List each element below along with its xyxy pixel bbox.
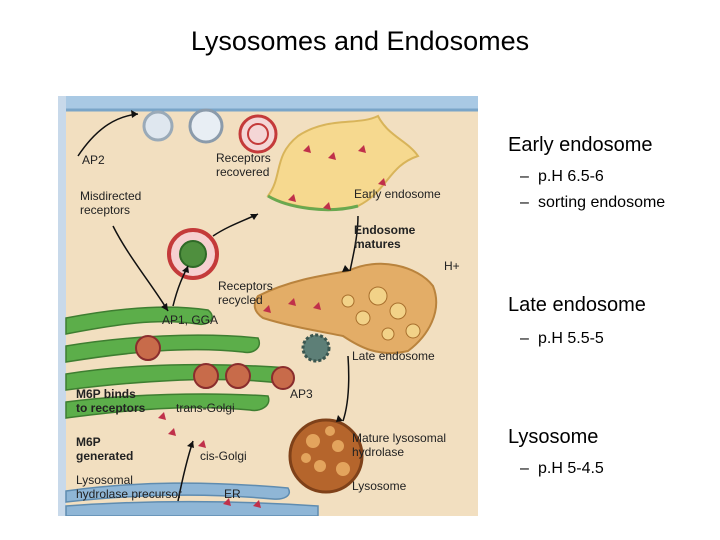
plasma-membrane xyxy=(58,96,478,110)
coated-vesicle-icon xyxy=(188,108,224,144)
label-trans-golgi: trans-Golgi xyxy=(176,401,235,415)
coated-pit-icon xyxy=(142,110,174,142)
slide-title: Lysosomes and Endosomes xyxy=(190,26,530,56)
bullet-sorting-endosome: –sorting endosome xyxy=(520,194,665,212)
arrow-to-early xyxy=(212,213,259,237)
label-mature-hydrolase-1: Mature lysosomal xyxy=(352,431,447,445)
ap3-vesicle-icon xyxy=(301,333,331,363)
label-m6p-binds-1: M6P binds xyxy=(76,387,136,401)
label-receptors-recovered-1: Receptors xyxy=(216,151,271,165)
label-ap2: AP2 xyxy=(82,153,105,167)
bullet-text: p.H 5.5-5 xyxy=(538,330,604,347)
label-early-endosome: Early endosome xyxy=(354,187,441,201)
label-precursor-2: hydrolase precursor xyxy=(76,487,183,501)
heading-early-endosome: Early endosome xyxy=(508,134,653,156)
figure-artwork xyxy=(58,96,478,516)
bullet-text: sorting endosome xyxy=(538,194,666,211)
label-er: ER xyxy=(224,487,241,501)
bullet-lysosome-ph: –p.H 5-4.5 xyxy=(520,460,604,478)
label-h-plus: H+ xyxy=(444,259,460,273)
bullet-marker: – xyxy=(520,168,529,185)
label-mature-hydrolase-2: hydrolase xyxy=(352,445,405,459)
label-endosome-matures-1: Endosome xyxy=(354,223,416,237)
bullet-late-ph: –p.H 5.5-5 xyxy=(520,330,604,348)
bullet-text: p.H 6.5-6 xyxy=(538,168,604,185)
bullet-marker: – xyxy=(520,330,529,347)
bullet-marker: – xyxy=(520,194,529,211)
golgi-stack xyxy=(65,306,290,419)
label-cis-golgi: cis-Golgi xyxy=(200,449,247,463)
heading-late-endosome: Late endosome xyxy=(508,294,646,316)
arrow-matures xyxy=(349,215,359,272)
left-membrane xyxy=(58,96,66,516)
arrow-misdirected xyxy=(112,225,169,312)
label-receptors-recovered-2: recovered xyxy=(216,165,270,179)
label-misdirected-2: receptors xyxy=(80,203,131,217)
bullet-marker: – xyxy=(520,460,529,477)
bullet-text: p.H 5-4.5 xyxy=(538,460,604,477)
label-precursor-1: Lysosomal xyxy=(76,473,133,487)
label-ap3: AP3 xyxy=(290,387,313,401)
arrow-to-lysosome xyxy=(342,355,350,422)
bullet-early-ph: –p.H 6.5-6 xyxy=(520,168,604,186)
label-late-endosome: Late endosome xyxy=(352,349,435,363)
label-receptors-recycled-1: Receptors xyxy=(218,279,273,293)
label-ap1-gga: AP1, GGA xyxy=(162,313,219,327)
label-misdirected-1: Misdirected xyxy=(80,189,142,203)
label-receptors-recycled-2: recycled xyxy=(218,293,263,307)
arrow-endocytosis xyxy=(77,113,139,157)
early-endosome-shape xyxy=(266,114,420,211)
label-m6p-generated-2: generated xyxy=(76,449,134,463)
endocytic-pathway-figure: AP2 Receptors recovered Misdirected rece… xyxy=(58,96,478,516)
late-endosome-shape xyxy=(253,262,438,355)
heading-lysosome: Lysosome xyxy=(508,426,599,448)
label-m6p-binds-2: to receptors xyxy=(76,401,146,415)
clathrin-vesicle-icon xyxy=(238,114,278,154)
label-endosome-matures-2: matures xyxy=(354,237,401,251)
label-lysosome: Lysosome xyxy=(352,479,407,493)
label-m6p-generated-1: M6P xyxy=(76,435,101,449)
